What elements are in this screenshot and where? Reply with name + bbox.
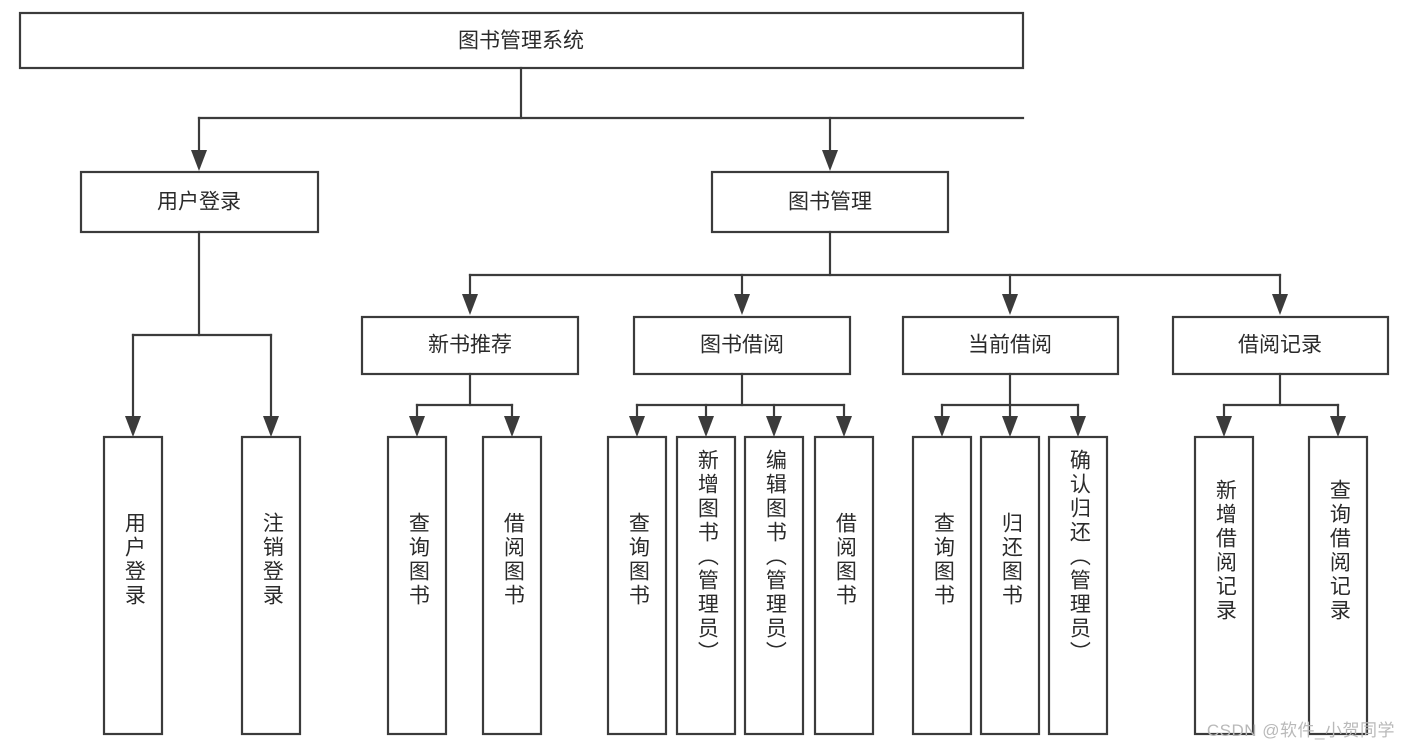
node-root-label: 图书管理系统 xyxy=(458,30,584,53)
connector-current-borrow-to-leaves xyxy=(934,372,1086,437)
node-root[interactable]: 图书管理系统 xyxy=(18,11,1025,70)
arrow-head-leaf-confirm-return xyxy=(1070,416,1086,437)
connector-borrow-record-to-leaves xyxy=(1216,372,1346,437)
arrow-head-leaf-add-record xyxy=(1216,416,1232,437)
node-leaf-add-record-box[interactable] xyxy=(1193,435,1255,736)
node-current-borrow-box[interactable] xyxy=(901,315,1120,376)
connector-book-borrow-to-leaves xyxy=(629,372,852,437)
arrow-head-leaf-query-record xyxy=(1330,416,1346,437)
node-user-login[interactable]: 用户登录 xyxy=(79,170,320,234)
node-leaf-user-login-box[interactable] xyxy=(102,435,164,736)
node-borrow-record[interactable]: 借阅记录 xyxy=(1171,315,1390,376)
arrow-head-leaf-add-book xyxy=(698,416,714,437)
node-leaf-query-book-2-box[interactable] xyxy=(606,435,668,736)
node-leaf-confirm-return-box[interactable] xyxy=(1047,435,1109,736)
arrow-head-leaf-user-logout xyxy=(263,416,279,437)
node-new-book-rec[interactable]: 新书推荐 xyxy=(360,315,580,376)
arrow-head-leaf-user-login xyxy=(125,416,141,437)
node-book-manage-box[interactable] xyxy=(710,170,950,234)
node-current-borrow[interactable]: 当前借阅 xyxy=(901,315,1120,376)
node-book-borrow-label: 图书借阅 xyxy=(700,334,784,357)
node-new-book-rec-box[interactable] xyxy=(360,315,580,376)
arrow-head-leaf-query-book-3 xyxy=(934,416,950,437)
node-borrow-record-label: 借阅记录 xyxy=(1238,334,1322,357)
arrow-head-borrow-record xyxy=(1272,294,1288,315)
arrow-head-new-book-rec xyxy=(462,294,478,315)
node-borrow-record-box[interactable] xyxy=(1171,315,1390,376)
node-leaf-return-book-box[interactable] xyxy=(979,435,1041,736)
node-leaf-user-logout-box[interactable] xyxy=(240,435,302,736)
arrow-head-leaf-borrow-book-1 xyxy=(504,416,520,437)
node-leaf-add-book-box[interactable] xyxy=(675,435,737,736)
arrow-head-leaf-return-book xyxy=(1002,416,1018,437)
node-root-box[interactable] xyxy=(18,11,1025,70)
node-book-borrow-box[interactable] xyxy=(632,315,852,376)
node-current-borrow-label: 当前借阅 xyxy=(968,334,1052,357)
node-leaf-query-book-1-box[interactable] xyxy=(386,435,448,736)
node-leaf-query-record-box[interactable] xyxy=(1307,435,1369,736)
arrow-head-leaf-query-book-1 xyxy=(409,416,425,437)
connector-root-to-level2 xyxy=(191,66,1025,171)
watermark-text: CSDN @软件_小贺同学 xyxy=(1206,721,1395,740)
node-leaf-borrow-book-2-box[interactable] xyxy=(813,435,875,736)
arrow-head-book-borrow xyxy=(734,294,750,315)
connector-new-book-rec-to-leaves xyxy=(409,372,520,437)
arrow-head-book-manage xyxy=(822,150,838,171)
arrow-head-leaf-edit-book xyxy=(766,416,782,437)
arrow-head-current-borrow xyxy=(1002,294,1018,315)
connector-user-login-to-leaves xyxy=(125,230,279,437)
arrow-head-leaf-query-book-2 xyxy=(629,416,645,437)
node-leaf-edit-book-box[interactable] xyxy=(743,435,805,736)
arrow-head-user-login xyxy=(191,150,207,171)
node-leaf-query-book-3-box[interactable] xyxy=(911,435,973,736)
node-book-borrow[interactable]: 图书借阅 xyxy=(632,315,852,376)
node-leaf-borrow-book-1-box[interactable] xyxy=(481,435,543,736)
node-new-book-rec-label: 新书推荐 xyxy=(428,334,512,357)
node-book-manage-label: 图书管理 xyxy=(788,191,872,214)
node-book-manage[interactable]: 图书管理 xyxy=(710,170,950,234)
arrow-head-leaf-borrow-book-2 xyxy=(836,416,852,437)
node-user-login-label: 用户登录 xyxy=(157,191,241,214)
connector-book-manage-to-level3 xyxy=(462,230,1288,315)
